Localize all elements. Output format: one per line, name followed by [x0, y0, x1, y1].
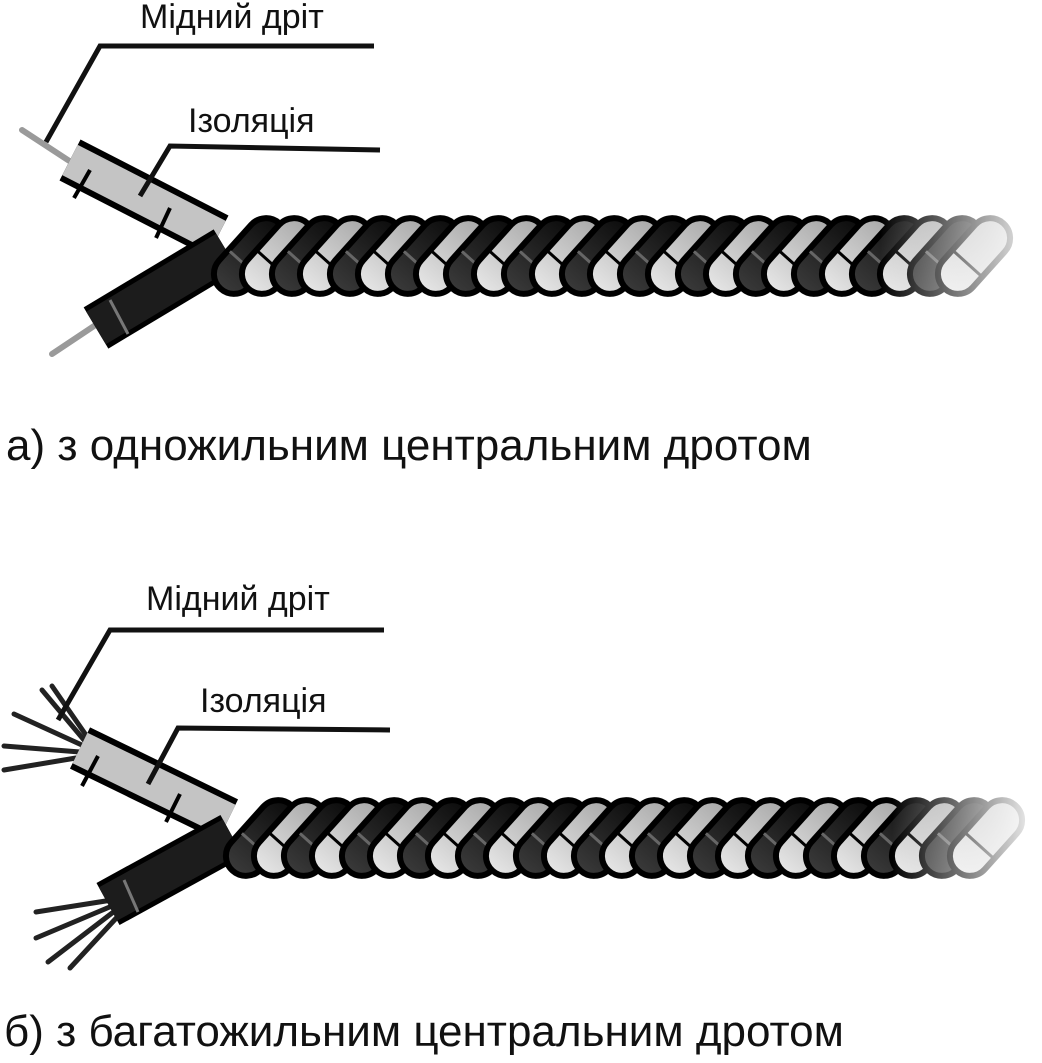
insulation-label-a: Ізоляція: [188, 102, 315, 140]
insulation-label-b: Ізоляція: [200, 682, 327, 720]
copper-wire-end-bottom: [49, 319, 103, 357]
twisted-cable-b: [1, 683, 1042, 971]
insulation-leader-line-a: [137, 143, 381, 198]
stranded-copper-bottom: [33, 897, 123, 971]
caption-a: а) з одножильним центральним дротом: [6, 421, 812, 470]
copper-leader-line-b: [55, 627, 384, 722]
copper-wire-label-b: Мідний дріт: [146, 580, 330, 618]
copper-leader-line-a: [43, 43, 374, 144]
copper-wire-label-a: Мідний дріт: [140, 0, 324, 36]
copper-wire-end-top: [19, 127, 77, 167]
twisted-cable-a: [19, 127, 1042, 357]
twist-segments-b: [222, 797, 1026, 879]
panel-b: Мідний дріт Ізоляція б) з багатожильним …: [1, 580, 1042, 1056]
insulation-leader-line-b: [145, 725, 391, 786]
caption-b: б) з багатожильним центральним дротом: [4, 1007, 844, 1056]
panel-a: Мідний дріт Ізоляція а) з одножильним це…: [6, 0, 1042, 470]
stranded-copper-top: [1, 683, 91, 773]
